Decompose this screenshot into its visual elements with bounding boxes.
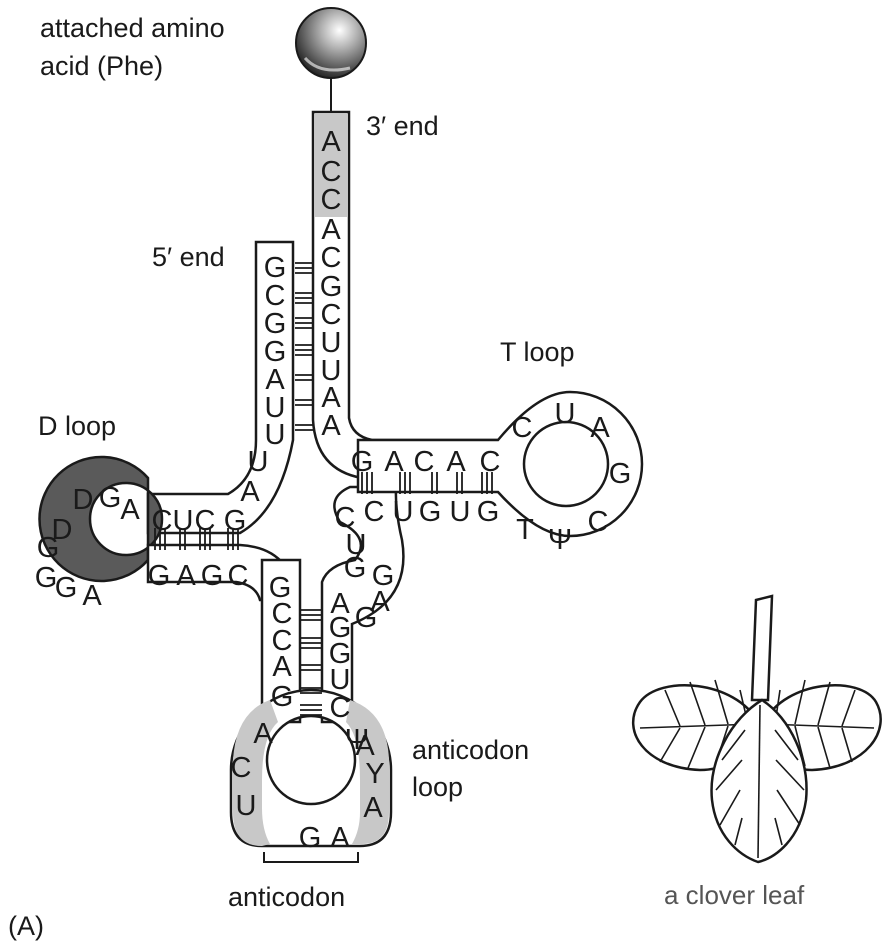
- base-d-stem-top-0: C: [152, 505, 173, 537]
- base-d-loop-4: G: [37, 532, 60, 564]
- base-anticodon-loop-0: A: [253, 718, 273, 750]
- base-t-loop-5: Ψ: [548, 524, 572, 556]
- base-variable-loop-5: C: [335, 502, 356, 534]
- base-d-stem-top-3: G: [224, 505, 247, 537]
- base-variable-loop-2: G: [372, 560, 395, 592]
- base-anticodon-loop-4: A: [330, 822, 350, 854]
- base-d-loop-1: G: [99, 482, 122, 514]
- base-acceptor-3prime-10: A: [321, 410, 341, 442]
- base-t-stem-bottom-3: U: [450, 496, 471, 528]
- base-t-loop-0: C: [512, 412, 533, 444]
- base-d-stem-bottom-0: G: [148, 560, 171, 592]
- five-prime-end-label: 5′ end: [152, 242, 225, 272]
- base-acceptor-5prime-8: A: [240, 476, 260, 508]
- base-acceptor-3prime-0: A: [321, 126, 341, 158]
- panel-label: (A): [8, 911, 44, 941]
- anticodon-loop-label-line2: loop: [412, 772, 463, 802]
- base-t-stem-top-1: A: [384, 446, 404, 478]
- base-anticodon-stem-left-4: G: [271, 681, 294, 713]
- amino-acid-ball: [296, 8, 366, 78]
- base-d-stem-bottom-2: G: [201, 560, 224, 592]
- anticodon-loop-label-line1: anticodon: [412, 735, 529, 765]
- base-anticodon-stem-right-4: A: [330, 588, 350, 620]
- d-loop-label: D loop: [38, 411, 116, 441]
- clover-leaf-illustration: [633, 596, 881, 862]
- base-anticodon-loop-2: U: [236, 790, 257, 822]
- base-d-loop-7: A: [82, 580, 102, 612]
- attached-amino-acid-label-line2: acid (Phe): [40, 51, 163, 81]
- base-d-stem-bottom-1: A: [176, 560, 196, 592]
- base-t-stem-bottom-4: G: [477, 496, 500, 528]
- base-anticodon-loop-5: A: [363, 792, 383, 824]
- base-t-stem-top-3: A: [446, 446, 466, 478]
- attached-amino-acid-label-line1: attached amino: [40, 13, 225, 43]
- base-d-stem-top-1: U: [173, 505, 194, 537]
- acceptor-stem-pairs: [295, 263, 313, 430]
- base-acceptor-5prime-7: U: [248, 446, 269, 478]
- base-d-loop-6: G: [55, 572, 78, 604]
- base-t-stem-bottom-1: U: [393, 496, 414, 528]
- base-anticodon-stem-right-0: C: [330, 692, 351, 724]
- base-t-loop-2: A: [590, 412, 610, 444]
- base-acceptor-3prime-2: C: [321, 184, 342, 216]
- base-t-stem-bottom-0: C: [364, 496, 385, 528]
- base-t-loop-6: T: [516, 514, 534, 546]
- base-t-loop-1: U: [555, 398, 576, 430]
- base-t-stem-top-0: G: [351, 446, 374, 478]
- base-t-stem-top-4: C: [480, 446, 501, 478]
- base-acceptor-3prime-4: C: [321, 242, 342, 274]
- base-t-loop-3: G: [609, 458, 632, 490]
- base-t-loop-4: C: [588, 506, 609, 538]
- base-d-loop-0: A: [120, 494, 140, 526]
- anticodon-label: anticodon: [228, 882, 345, 912]
- base-t-stem-bottom-2: G: [419, 496, 442, 528]
- base-d-stem-bottom-3: C: [228, 560, 249, 592]
- base-anticodon-stem-left-3: A: [272, 651, 292, 683]
- base-anticodon-loop-6: Y: [365, 758, 384, 790]
- base-anticodon-loop-1: C: [231, 752, 252, 784]
- base-t-stem-top-2: C: [414, 446, 435, 478]
- base-anticodon-loop-8: Ψ: [345, 724, 369, 756]
- base-d-stem-top-2: C: [195, 505, 216, 537]
- base-d-loop-2: D: [73, 484, 94, 516]
- t-loop-label: T loop: [500, 337, 575, 367]
- clover-leaf-caption: a clover leaf: [664, 880, 805, 910]
- three-prime-end-label: 3′ end: [366, 111, 439, 141]
- base-anticodon-loop-3: G: [299, 822, 322, 854]
